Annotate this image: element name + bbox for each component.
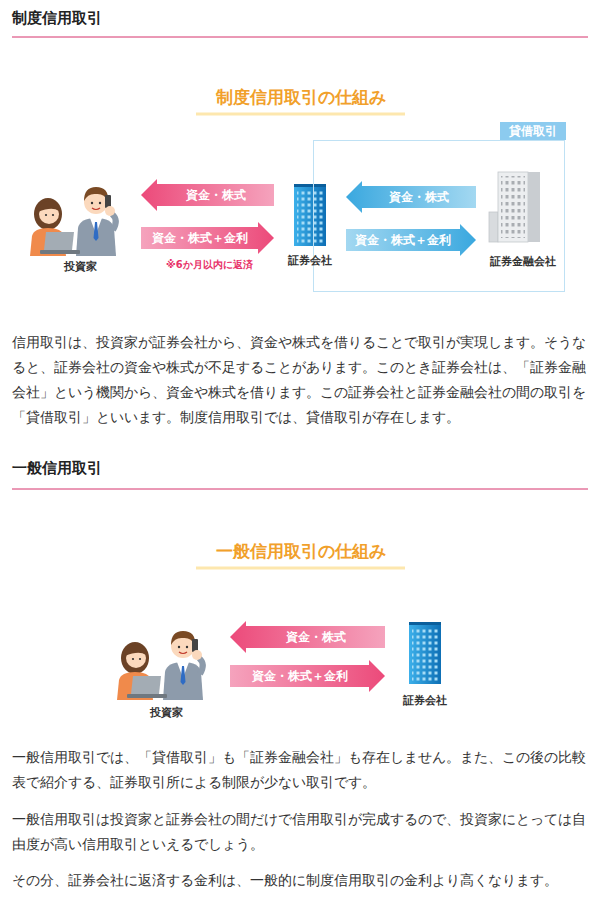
node-label: 投資家	[150, 706, 183, 720]
building-illustration	[489, 172, 540, 242]
flow-arrow	[230, 660, 385, 692]
illustration-part	[528, 172, 540, 242]
flow-arrow	[346, 181, 476, 213]
label-holder: その分、証券会社に返済する金利は、一般的に制度信用取引の金利より高くなります。	[12, 868, 589, 893]
label-holder: 制度信用取引の仕組み	[0, 86, 601, 108]
entity-node: 投資家	[112, 618, 220, 720]
edge-label-holder: 資金・株式＋金利	[252, 668, 348, 684]
label-holder: 一般信用取引では、「貸借取引」も「証券金融会社」も存在しません。また、この後の比…	[12, 745, 589, 795]
entity-node: 投資家	[25, 172, 135, 274]
edge-label: 資金・株式＋金利	[252, 668, 348, 684]
label-holder: 一般信用取引の仕組み	[0, 540, 601, 562]
flow-arrow	[141, 222, 274, 254]
heading-holder: 制度信用取引	[12, 8, 102, 28]
label-holder: 信用取引は、投資家が証券会社から、資金や株式を借りることで取引が実現します。そう…	[12, 330, 589, 430]
heading-rule	[12, 37, 588, 38]
edge-label-holder: 資金・株式＋金利	[152, 230, 248, 246]
diagram-title: 一般信用取引の仕組み	[0, 540, 601, 562]
region-tab-label: 貸借取引	[500, 122, 566, 140]
note-text: ※6か月以内に返済	[166, 258, 278, 271]
section-heading: 制度信用取引	[12, 8, 102, 28]
label-holder: ※6か月以内に返済	[166, 258, 278, 271]
entity-node: 証券会社	[395, 612, 455, 708]
title-underline	[196, 567, 405, 570]
edge-label-holder: 資金・株式	[286, 629, 346, 645]
group-region: 貸借取引証券金融会社	[313, 140, 565, 292]
node-label: 証券会社	[403, 694, 447, 708]
body-paragraph: 信用取引は、投資家が証券会社から、資金や株式を借りることで取引が実現します。そう…	[12, 330, 589, 430]
flow-arrow	[141, 179, 274, 211]
building-illustration	[409, 622, 441, 684]
edge-label-holder: 資金・株式	[389, 189, 449, 205]
label-holder: 一般信用取引は投資家と証券会社の間だけで信用取引が完成するので、投資家にとっては…	[12, 807, 589, 857]
body-paragraph: その分、証券会社に返済する金利は、一般的に制度信用取引の金利より高くなります。	[12, 868, 589, 893]
section-heading: 一般信用取引	[12, 458, 312, 478]
edge-label: 資金・株式	[286, 629, 346, 645]
edge-label-holder: 資金・株式＋金利	[355, 232, 451, 248]
illustration-part	[501, 176, 525, 238]
building-illustration	[294, 184, 326, 246]
entity-node: 証券会社	[280, 178, 340, 268]
investor-illustration	[30, 187, 116, 256]
flow-arrow	[346, 224, 476, 256]
node-label: 証券会社	[288, 254, 332, 268]
node-label: 投資家	[64, 260, 97, 274]
illustration-part	[489, 212, 498, 242]
edge-label: 資金・株式	[389, 189, 449, 205]
edge-label-holder: 資金・株式	[186, 187, 246, 203]
illustration-part	[498, 172, 528, 242]
edge-label: 資金・株式＋金利	[152, 230, 248, 246]
title-underline	[196, 113, 405, 116]
investor-illustration	[117, 631, 203, 700]
label-holder: 一般信用取引	[12, 458, 312, 478]
diagram-title: 制度信用取引の仕組み	[0, 86, 601, 108]
body-paragraph: 一般信用取引では、「貸借取引」も「証券金融会社」も存在しません。また、この後の比…	[12, 745, 589, 795]
entity-node: 証券金融会社	[482, 171, 564, 269]
body-paragraph: 一般信用取引は投資家と証券会社の間だけで信用取引が完成するので、投資家にとっては…	[12, 807, 589, 857]
edge-label: 資金・株式＋金利	[355, 232, 451, 248]
edge-label: 資金・株式	[186, 187, 246, 203]
heading-rule	[12, 489, 588, 490]
flow-arrow	[230, 621, 385, 653]
node-label: 証券金融会社	[490, 255, 556, 269]
